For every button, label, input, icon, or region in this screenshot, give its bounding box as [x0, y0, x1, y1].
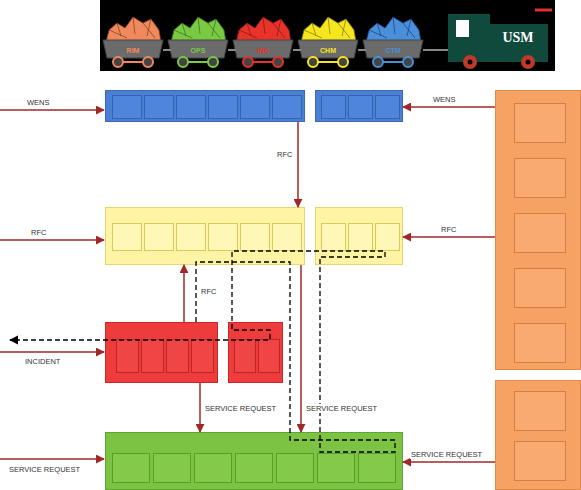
band-cell	[116, 339, 139, 373]
band-cell	[375, 223, 400, 251]
wagon	[298, 17, 358, 67]
band-cell	[112, 95, 142, 119]
wagon-name: INC	[257, 47, 269, 54]
band-cell	[258, 339, 280, 373]
band-cell	[514, 441, 566, 481]
wagon-name: OPS	[191, 47, 206, 54]
wagon-label: CTM	[367, 44, 419, 56]
band-cell	[112, 223, 142, 251]
input-arrow	[0, 351, 104, 353]
band-cell	[208, 223, 238, 251]
band-cell	[514, 158, 566, 198]
band-cell	[321, 223, 346, 251]
wagon	[103, 17, 163, 67]
input-arrow	[0, 458, 104, 460]
flow-arrow	[199, 383, 201, 432]
band-cell	[272, 95, 302, 119]
flow-arrow	[403, 236, 495, 238]
band-cell	[144, 223, 174, 251]
train-banner	[100, 0, 555, 71]
wagon	[168, 17, 228, 67]
wagon-name: RIM	[127, 47, 140, 54]
band	[495, 90, 581, 370]
wagon-label: INC	[237, 44, 289, 56]
band-cell	[240, 95, 270, 119]
input-arrow	[0, 109, 104, 111]
band	[105, 207, 305, 265]
flow-label: INCIDENT	[24, 357, 61, 366]
band	[105, 90, 305, 122]
band-cell	[234, 339, 256, 373]
wagon-label: OPS	[172, 44, 224, 56]
band-cell	[514, 391, 566, 431]
band	[105, 432, 403, 490]
band-cell	[375, 95, 400, 119]
band-cell	[166, 339, 189, 373]
wagon	[233, 17, 293, 67]
flow-arrow	[297, 122, 299, 207]
band-cell	[176, 95, 206, 119]
band-cell	[276, 453, 314, 483]
locomotive	[448, 10, 552, 69]
flow-label: SERVICE REQUEST	[305, 404, 378, 413]
band-cell	[321, 95, 346, 119]
band-cell	[358, 453, 396, 483]
wagon-name: CTM	[385, 47, 400, 54]
flow-label: SERVICE REQUEST	[204, 404, 277, 413]
wagon	[363, 17, 423, 67]
locomotive-label: USM	[490, 28, 546, 48]
band-cell	[514, 213, 566, 253]
input-arrow	[0, 239, 104, 241]
band-cell	[348, 223, 373, 251]
band-cell	[317, 453, 355, 483]
band-cell	[235, 453, 273, 483]
band-cell	[176, 223, 206, 251]
band-cell	[272, 223, 302, 251]
band	[315, 90, 403, 122]
flow-arrow	[183, 265, 185, 322]
flow-label: RFC	[440, 225, 457, 234]
flow-arrow	[403, 461, 495, 463]
flow-label: RFC	[30, 228, 47, 237]
flow-label: SERVICE REQUEST	[8, 465, 81, 474]
wagon-label: RIM	[107, 44, 159, 56]
band-cell	[514, 103, 566, 143]
wagon-name: CHM	[320, 47, 336, 54]
band-cell	[141, 339, 164, 373]
band	[105, 322, 218, 383]
coupling	[163, 49, 448, 51]
band	[495, 380, 581, 490]
flow-label: SERVICE REQUEST	[410, 450, 483, 459]
flow-label: WENS	[432, 95, 457, 104]
flow-label: RFC	[276, 150, 293, 159]
dashed-flow-path	[10, 251, 395, 452]
flow-arrow	[300, 265, 302, 432]
band-cell	[514, 323, 566, 363]
wagon-label: CHM	[302, 44, 354, 56]
flow-arrow	[403, 106, 495, 108]
band-cell	[348, 95, 373, 119]
locomotive-name: USM	[502, 31, 533, 45]
band-cell	[144, 95, 174, 119]
band	[315, 207, 403, 265]
band-cell	[191, 339, 214, 373]
flow-label: WENS	[26, 98, 51, 107]
band-cell	[112, 453, 150, 483]
band-cell	[240, 223, 270, 251]
flow-label: RFC	[200, 287, 217, 296]
band-cell	[153, 453, 191, 483]
band	[228, 322, 283, 383]
band-cell	[514, 268, 566, 308]
band-cell	[194, 453, 232, 483]
band-cell	[208, 95, 238, 119]
